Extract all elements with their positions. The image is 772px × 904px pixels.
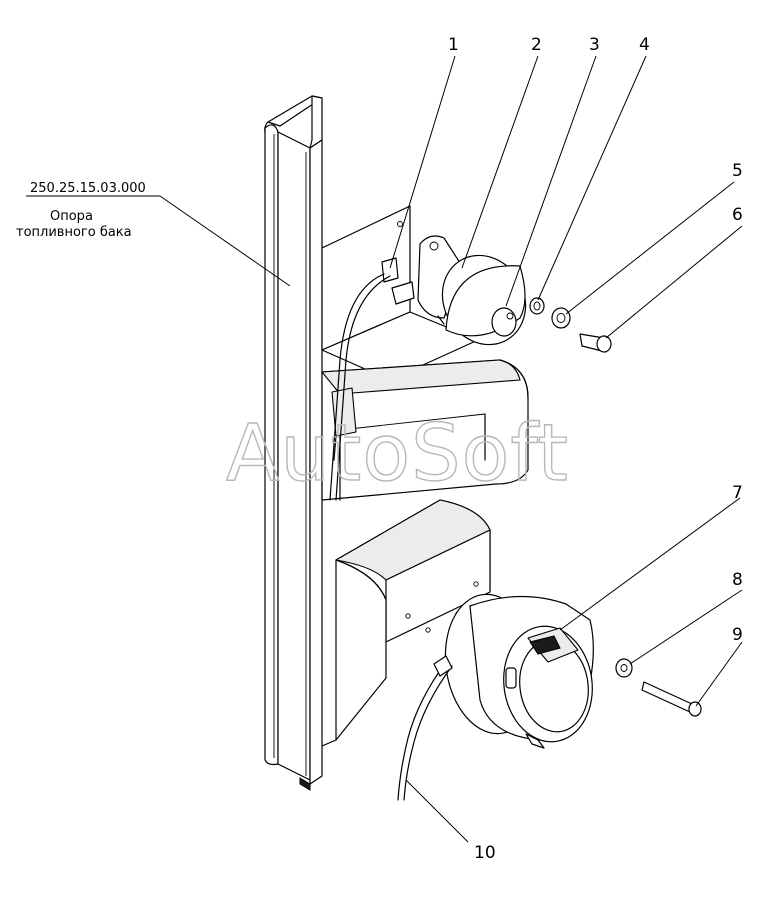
- socket-fasteners: [615, 658, 702, 717]
- callout-2: 2: [531, 35, 542, 55]
- part-code: 250.25.15.03.000: [30, 181, 146, 196]
- callout-7: 7: [732, 483, 743, 503]
- callout-labels: 1 2 3 4 5 6 7 8 9 10: [448, 35, 743, 863]
- callout-5: 5: [732, 161, 743, 181]
- upper-lamp-assembly: [391, 235, 527, 346]
- lower-mounting-bracket: [321, 499, 491, 747]
- cross-member: [321, 359, 529, 501]
- callout-9: 9: [732, 625, 743, 645]
- part-reference: 250.25.15.03.000 Опора топливного бака: [16, 181, 146, 240]
- socket-wire: [397, 655, 453, 801]
- watermark-text: AutoSoft: [226, 409, 569, 499]
- part-caption-line1: Опора: [50, 209, 93, 224]
- callout-6: 6: [732, 205, 743, 225]
- upper-bracket-plate: [321, 205, 479, 381]
- trailer-socket-assembly: [444, 593, 594, 749]
- callout-3: 3: [589, 35, 600, 55]
- callout-10: 10: [474, 843, 496, 863]
- part-caption-line2: топливного бака: [16, 225, 132, 240]
- callout-leaders: [26, 55, 743, 843]
- callout-1: 1: [448, 35, 459, 55]
- upper-lamp-wire: [329, 257, 399, 501]
- lamp-fasteners: [529, 297, 612, 353]
- callout-8: 8: [732, 570, 743, 590]
- fuel-tank-support-channel: [264, 95, 323, 791]
- callout-4: 4: [639, 35, 650, 55]
